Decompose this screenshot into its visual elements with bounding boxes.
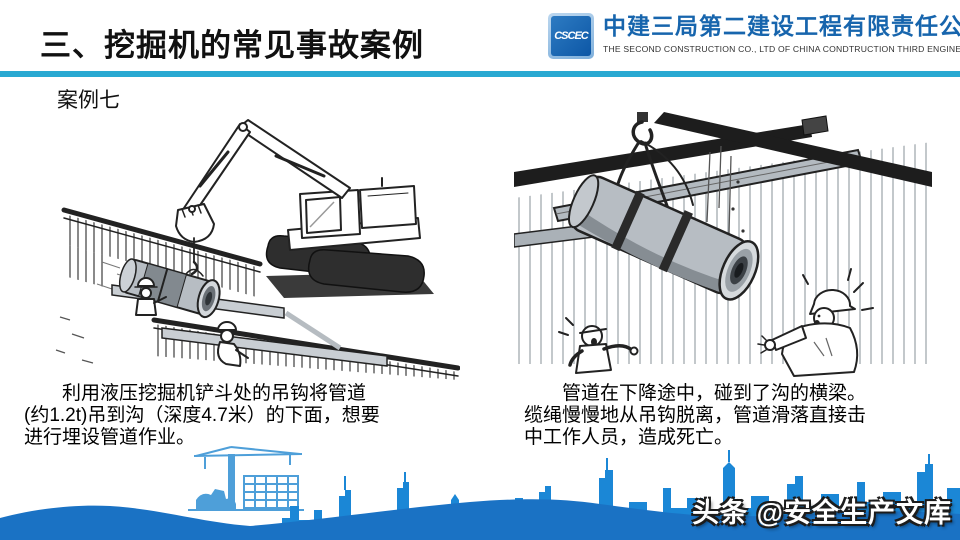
caption-right-line: 管道在下降途中，碰到了沟的横梁。 (562, 383, 867, 404)
caption-left-line: 利用液压挖掘机铲斗处的吊钩将管道 (62, 383, 367, 404)
figure-right (514, 112, 932, 380)
caption-left: 利用液压挖掘机铲斗处的吊钩将管道 (约1.2t)吊到沟（深度4.7米）的下面，想… (24, 383, 470, 449)
company-name-block: 中建三局第二建设工程有限责任公司 THE SECOND CONSTRUCTION… (603, 13, 960, 54)
falling-pipe (568, 174, 760, 301)
panicked-worker-right (757, 268, 874, 377)
caption-left-line: 进行埋设管道作业。 (24, 427, 196, 448)
excavator (175, 119, 434, 298)
construction-crane-silhouette (188, 446, 304, 511)
page-title: 三、挖掘机的常见事故案例 (40, 28, 424, 63)
company-logo: CSCEC 中建三局第二建设工程有限责任公司 THE SECOND CONSTR… (548, 13, 960, 59)
panicked-worker-left (558, 317, 639, 374)
cscec-logo-text: CSCEC (551, 16, 591, 56)
divider-bar (0, 71, 960, 77)
caption-left-line: (约1.2t)吊到沟（深度4.7米）的下面，想要 (24, 405, 380, 426)
pipe-falling-illustration (514, 112, 932, 377)
wave-silhouette (0, 499, 960, 540)
figure-left (42, 112, 460, 380)
cscec-logo-icon: CSCEC (548, 13, 594, 59)
case-label: 案例七 (57, 89, 120, 112)
caption-right-line: 中工作人员，造成死亡。 (524, 427, 734, 448)
trench-workers (134, 277, 249, 367)
excavator-lowering-pipe-illustration (55, 119, 460, 380)
city-skyline-graphic (0, 446, 960, 540)
watermark: 头条 @安全生产文库 (692, 498, 952, 528)
company-name-en: THE SECOND CONSTRUCTION CO., LTD OF CHIN… (603, 43, 960, 54)
caption-right-line: 缆绳慢慢地从吊钩脱离，管道滑落直接击 (524, 405, 867, 426)
caption-right: 管道在下降途中，碰到了沟的横梁。 缆绳慢慢地从吊钩脱离，管道滑落直接击 中工作人… (524, 383, 960, 449)
company-name-cn: 中建三局第二建设工程有限责任公司 (603, 13, 960, 39)
